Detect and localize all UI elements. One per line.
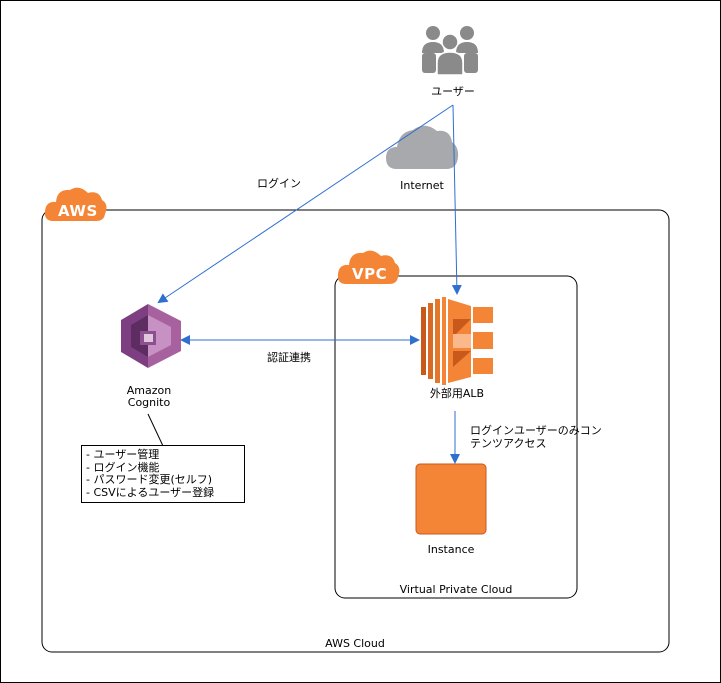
cognito-icon	[121, 304, 181, 368]
vpc-badge-label: VPC	[352, 265, 388, 283]
aws-footer-label: AWS Cloud	[325, 637, 385, 650]
aws-badge-label: AWS	[58, 202, 98, 220]
ec2-instance-icon	[415, 463, 487, 535]
load-balancer-icon	[421, 297, 493, 385]
cognito-features-note: - ユーザー管理 - ログイン機能 - パスワード変更(セルフ) - CSVによ…	[81, 445, 245, 503]
internet-to-alb-arrow	[451, 104, 462, 295]
cognito-label-line1: Amazon	[126, 384, 172, 397]
login-connection-label: ログイン	[257, 177, 301, 190]
cognito-label-line2: Cognito	[127, 396, 171, 409]
internet-label: Internet	[400, 179, 444, 192]
vpc-badge-icon	[337, 250, 400, 284]
feature-item: - CSVによるユーザー登録	[86, 485, 215, 499]
login-arrow	[157, 104, 454, 304]
content-access-label-line2: テンツアクセス	[470, 437, 547, 450]
note-connector	[147, 413, 164, 447]
auth-connection-label: 認証連携	[267, 351, 311, 364]
instance-label: Instance	[427, 543, 475, 556]
aws-cloud-container	[41, 209, 670, 653]
cloud-icon	[386, 125, 459, 169]
feature-item: - ログイン機能	[86, 460, 160, 474]
aws-badge-icon	[44, 187, 107, 221]
users-label: ユーザー	[431, 85, 475, 98]
content-access-label-line1: ログインユーザーのみコン	[470, 424, 602, 437]
alb-label: 外部用ALB	[429, 387, 485, 400]
users-group-icon	[422, 26, 478, 76]
vpc-footer-label: Virtual Private Cloud	[399, 583, 513, 596]
vpc-container	[334, 275, 578, 599]
feature-item: - ユーザー管理	[86, 448, 160, 461]
feature-item: - パスワード変更(セルフ)	[86, 473, 213, 486]
